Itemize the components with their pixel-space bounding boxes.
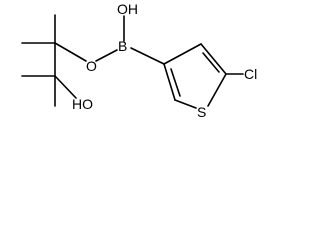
atom-boron: B [118, 38, 127, 54]
bond-c4-c5-outer [200, 43, 227, 75]
bond-o-b [95, 49, 118, 62]
bond-c4-c5-inner [202, 52, 220, 73]
bond-c2-oh [54, 75, 77, 99]
bond-c3-c2-outer [163, 63, 176, 101]
atom-chlorine: Cl [244, 66, 257, 82]
bond-s-c5 [207, 73, 227, 107]
atom-labels: OH B O HO Cl S [72, 1, 257, 120]
bond-c1-o [54, 42, 87, 62]
bond-c3-c2-inner [170, 68, 181, 97]
bond-c3-c4 [163, 43, 202, 65]
bonds [21, 14, 244, 109]
atom-hydroxyl-pinacol: HO [72, 96, 93, 112]
bond-c2-s [174, 99, 197, 109]
chemical-structure: OH B O HO Cl S [21, 1, 257, 120]
atom-hydroxyl-boron: OH [117, 1, 138, 17]
atom-sulfur: S [197, 104, 206, 120]
atom-ester-oxygen: O [86, 58, 97, 74]
bond-b-thiophene [130, 47, 165, 65]
